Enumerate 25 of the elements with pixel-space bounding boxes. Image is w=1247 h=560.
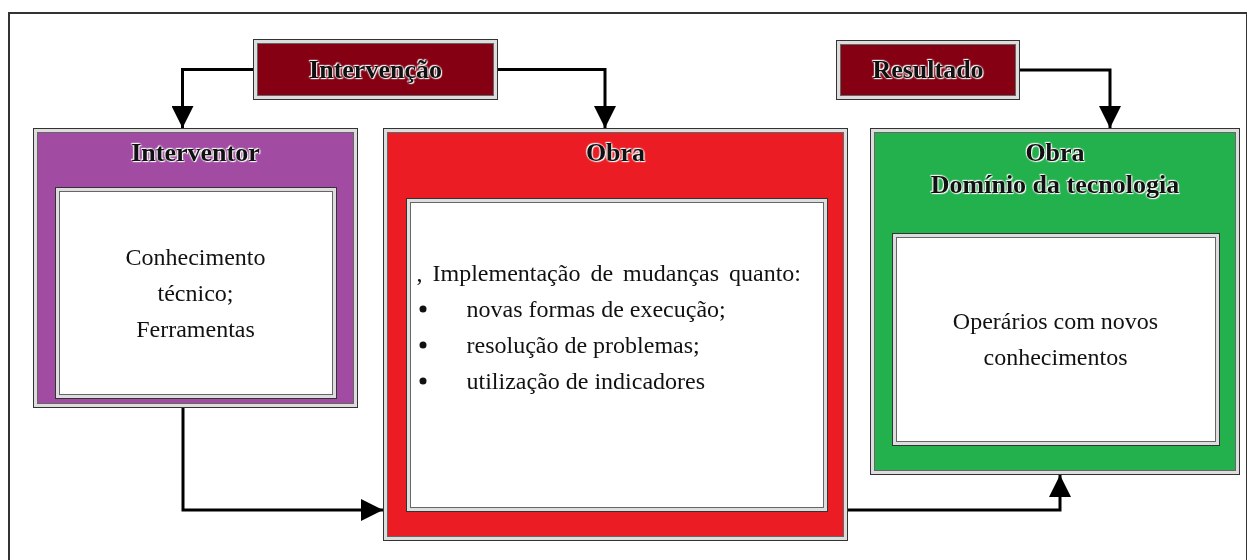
arrow [171, 68, 253, 128]
body-text: Operários com novos conhecimentos [952, 307, 1159, 372]
label-box [253, 39, 498, 100]
content-box [891, 232, 1220, 446]
label-box [836, 40, 1020, 100]
heading: Domínio da tecnologia [930, 169, 1180, 201]
content-box [54, 186, 337, 399]
arrow [498, 68, 616, 128]
heading: Obra [585, 137, 646, 169]
panel-box [870, 128, 1240, 475]
heading: Interventor [131, 137, 260, 169]
arrow [848, 475, 1071, 512]
arrow [181, 408, 383, 521]
bullet-item: novas formas de execução; [466, 294, 726, 324]
heading: Obra [1025, 137, 1085, 169]
body-text: Conhecimento técnico; Ferramentas [124, 242, 267, 344]
content-box [405, 197, 828, 512]
panel-box [383, 128, 848, 541]
heading: Resultado [872, 54, 984, 86]
panel-box [33, 128, 358, 408]
body-text: , Implementação de mudanças quanto: [416, 258, 803, 288]
bullet-item: utilização de indicadores [466, 366, 706, 396]
arrow [1020, 68, 1121, 128]
bullet-item: resolução de problemas; [466, 330, 700, 360]
heading: Intervenção [309, 53, 442, 86]
